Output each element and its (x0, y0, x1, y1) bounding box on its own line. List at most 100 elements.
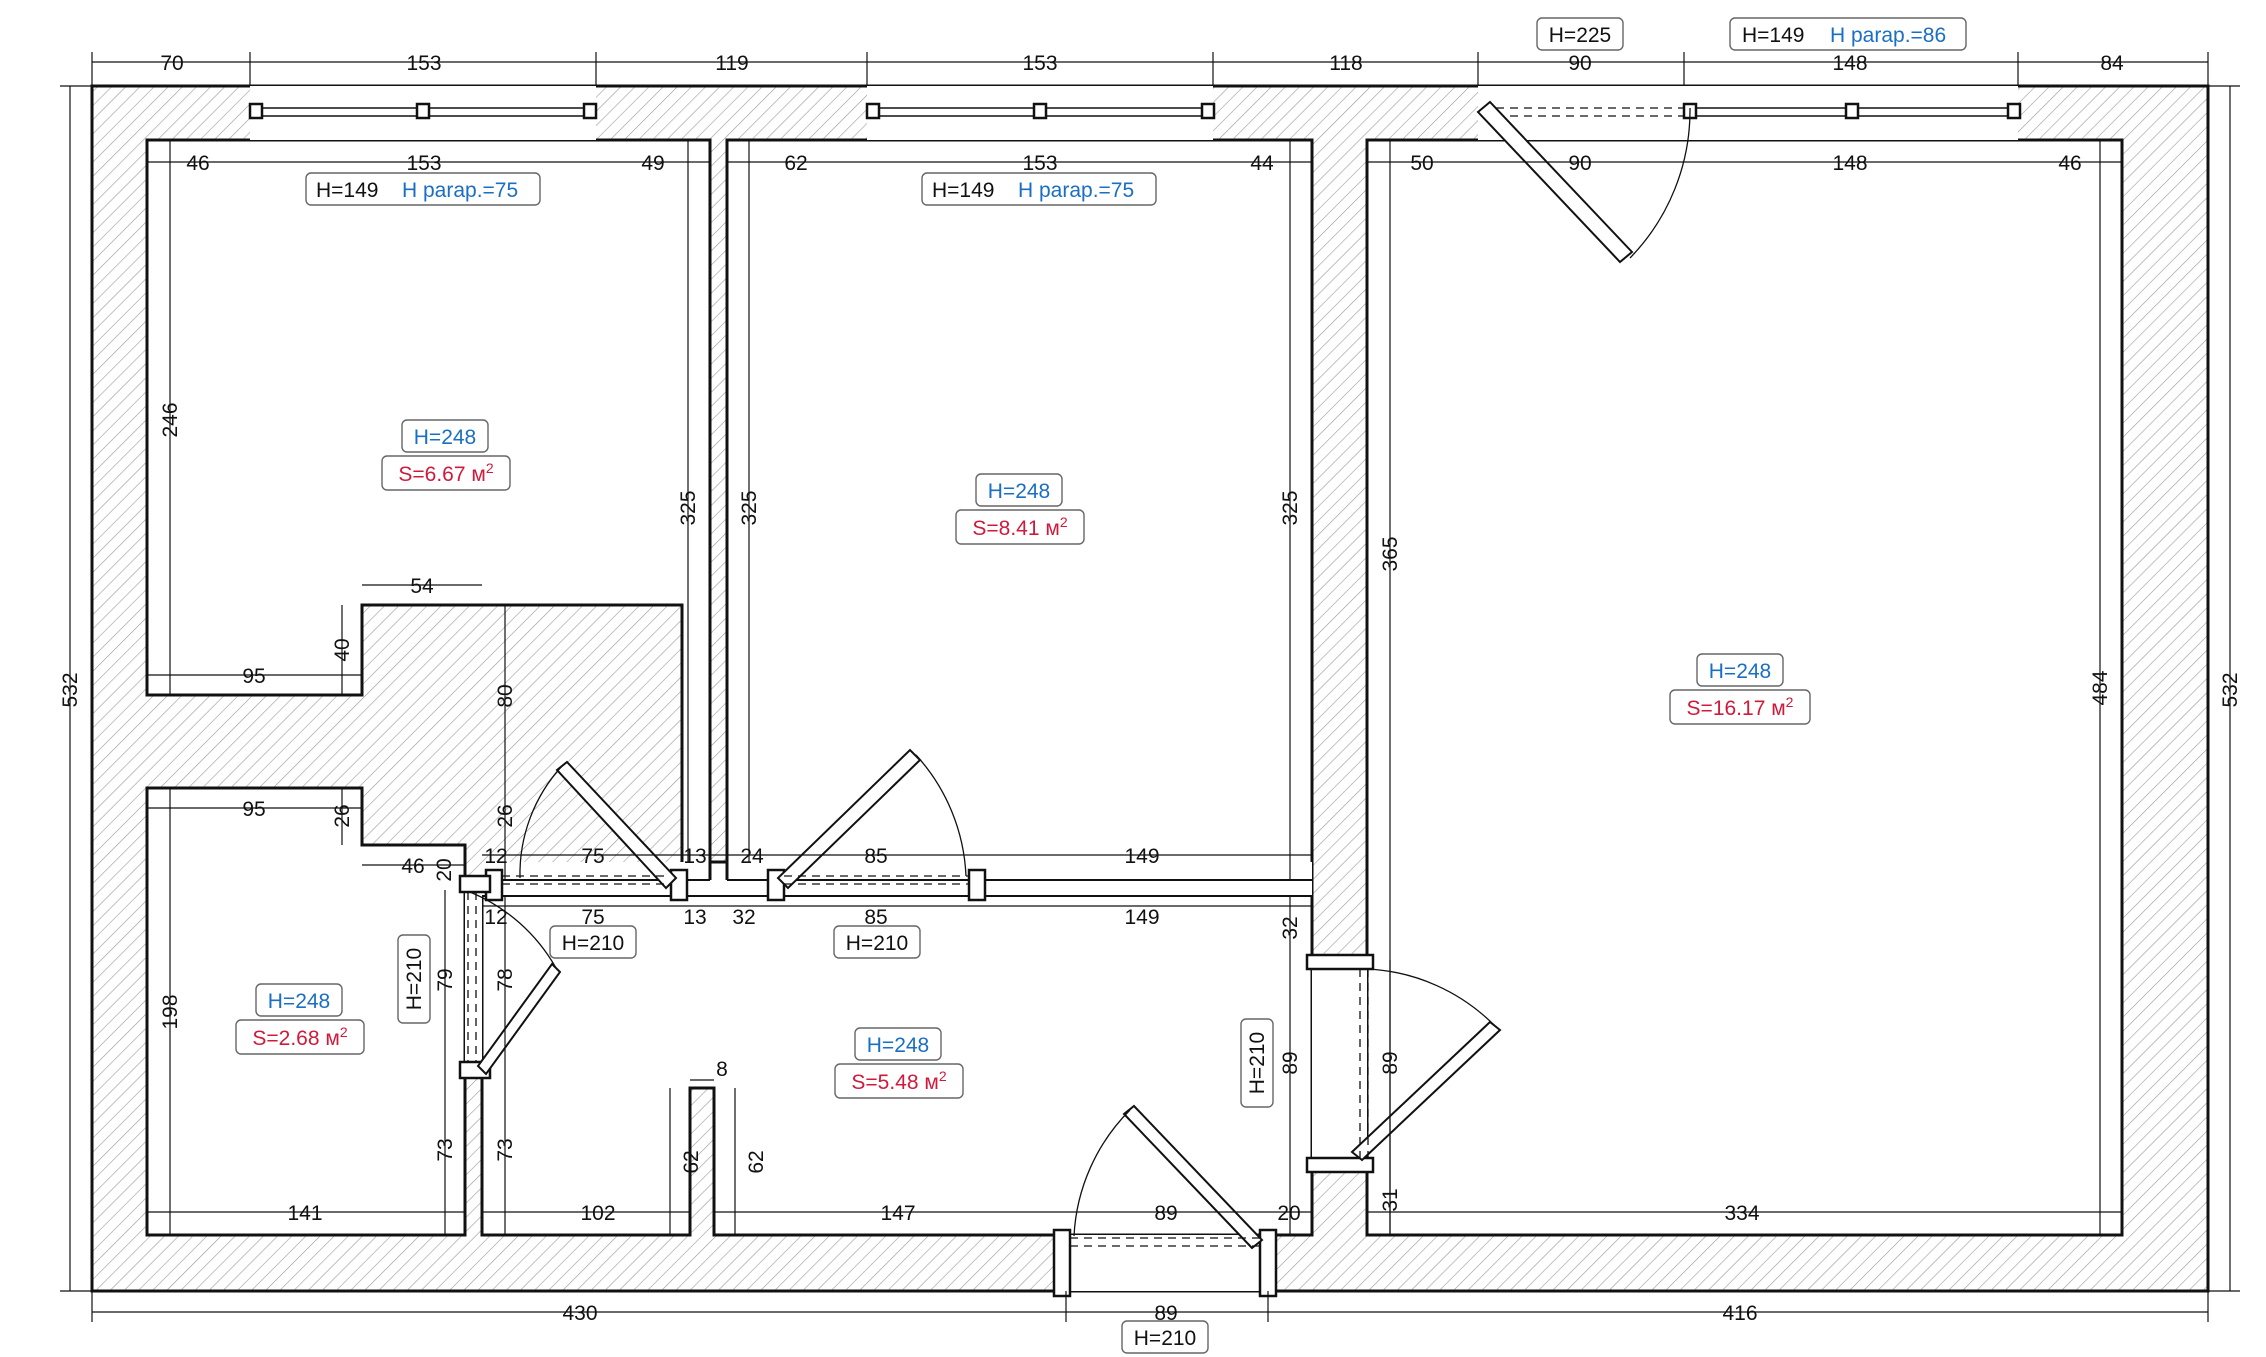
dim-r1-top-c: 49 (641, 152, 664, 175)
dim-r3-bottom: 334 (1724, 1202, 1759, 1225)
svg-text:H=248: H=248 (1709, 660, 1771, 683)
dim-r2-left: 325 (738, 490, 761, 525)
dim-bottom-2: 89 (1154, 1302, 1177, 1325)
dim-v20: 20 (433, 858, 456, 881)
door-bathroom (458, 874, 562, 1080)
room-bedroom-left (145, 138, 712, 882)
dim-89a: 89 (1279, 1051, 1302, 1074)
dim-c-bottom-b: 147 (880, 1202, 915, 1225)
dim-corr-low-1: 12 (484, 906, 507, 929)
room5-label: H=248 S=5.48 м2 (834, 1027, 964, 1099)
label-door4: H=210 (1246, 1032, 1269, 1094)
window-middle (865, 86, 1216, 140)
dim-top-2: 153 (406, 52, 441, 75)
dim-r4-top: 95 (242, 798, 265, 821)
entrance-gap (1060, 1235, 1270, 1291)
dim-r1-right: 325 (677, 490, 700, 525)
label-box-door4 (1240, 1018, 1274, 1108)
window-left (248, 86, 598, 140)
balcony-door (1476, 100, 1691, 264)
dim-r2-top-b: 153 (1022, 152, 1057, 175)
dim-niche-w: 54 (410, 575, 434, 598)
dim-73a: 73 (434, 1138, 457, 1161)
dim-62a: 62 (680, 1150, 703, 1173)
dim-62b: 62 (745, 1150, 768, 1173)
dim-corr-up-4: 24 (740, 845, 764, 868)
dim-corr-low-5: 85 (864, 906, 887, 929)
label-box-door1 (549, 925, 637, 959)
dim-r3-top-b: 90 (1568, 152, 1591, 175)
dim-r4-step-right: 26 (494, 804, 517, 827)
dim-top-7: 148 (1832, 52, 1867, 75)
svg-text:S=2.68 м2: S=2.68 м2 (252, 1024, 347, 1050)
dim-top-6: 90 (1568, 52, 1591, 75)
dim-inner-lines (147, 140, 2122, 1235)
label-window2-p: H parap.=75 (1018, 179, 1134, 202)
dim-78: 78 (494, 968, 517, 991)
svg-text:S=5.48 м2: S=5.48 м2 (851, 1068, 946, 1094)
dim-r3-left: 365 (1379, 536, 1402, 571)
label-door3: H=210 (403, 948, 426, 1010)
label-h225: H=225 (1549, 24, 1611, 47)
dim-r4-left: 198 (159, 994, 182, 1029)
dim-r3-top-c: 148 (1832, 152, 1867, 175)
label-door2: H=210 (846, 932, 908, 955)
dim-left-total: 532 (59, 672, 82, 707)
label-door5: H=210 (1134, 1327, 1196, 1350)
room-living (1365, 138, 2124, 1237)
dim-89b: 89 (1379, 1051, 1402, 1074)
dim-r2-top-c: 44 (1250, 152, 1274, 175)
dim-corr-up-3: 13 (683, 845, 706, 868)
dim-r2-top-a: 62 (784, 152, 807, 175)
dim-top-5: 118 (1329, 52, 1362, 75)
dim-top-8: 84 (2100, 52, 2124, 75)
label-box-h225 (1536, 17, 1624, 51)
dim-corr-low-3: 13 (683, 906, 706, 929)
label-box-right-window (1729, 17, 1967, 51)
svg-text:H=248: H=248 (988, 480, 1050, 503)
door-living (1305, 953, 1502, 1174)
label-box-window2 (921, 172, 1157, 206)
dim-corr-up-2: 75 (581, 845, 604, 868)
dim-r1-top-b: 153 (406, 152, 441, 175)
svg-text:S=6.67 м2: S=6.67 м2 (398, 460, 493, 486)
label-parap-right: H parap.=86 (1830, 24, 1946, 47)
dim-r3-right: 484 (2089, 670, 2112, 705)
room4-label: H=248 S=2.68 м2 (235, 983, 365, 1055)
svg-text:H=248: H=248 (867, 1034, 929, 1057)
dim-top-3: 119 (715, 52, 748, 75)
dim-top-4: 153 (1022, 52, 1057, 75)
dim-bottom-3: 416 (1722, 1302, 1757, 1325)
svg-text:S=8.41 м2: S=8.41 м2 (972, 514, 1067, 540)
label-window2-h: H=149 (932, 179, 994, 202)
dim-c-bottom-c: 89 (1154, 1202, 1177, 1225)
bath-door-gap (465, 890, 482, 1070)
dim-corr-up-1: 12 (484, 845, 507, 868)
label-h149-right: H=149 (1742, 24, 1804, 47)
dim-corr-up-6: 149 (1124, 845, 1159, 868)
svg-text:H=248: H=248 (414, 426, 476, 449)
dim-corr-low-4: 32 (732, 906, 755, 929)
door-room2 (766, 748, 987, 902)
dim-r4-bottom: 141 (287, 1202, 322, 1225)
label-door1: H=210 (562, 932, 624, 955)
dim-31: 31 (1379, 1188, 1402, 1211)
dim-r3-top-d: 46 (2058, 152, 2081, 175)
room3-label: H=248 S=16.17 м2 (1669, 653, 1811, 725)
dim-corr-low-2: 75 (581, 906, 604, 929)
dim-corr-low-6: 149 (1124, 906, 1159, 929)
corridor-door-gap (1312, 960, 1367, 1160)
label-box-door5 (1121, 1320, 1209, 1354)
label-window1-p: H parap.=75 (402, 179, 518, 202)
dim-r4-step: 26 (331, 804, 354, 827)
dim-20b: 20 (1277, 1202, 1300, 1225)
dim-r3-top-a: 50 (1410, 152, 1433, 175)
label-box-window1 (305, 172, 541, 206)
label-window1-h: H=149 (316, 179, 378, 202)
dim-outer-bottom (91, 1291, 2209, 1322)
svg-text:S=16.17 м2: S=16.17 м2 (1687, 694, 1794, 720)
window-right (1478, 86, 2022, 140)
dim-73b: 73 (494, 1138, 517, 1161)
dim-bottom-1: 430 (562, 1302, 597, 1325)
